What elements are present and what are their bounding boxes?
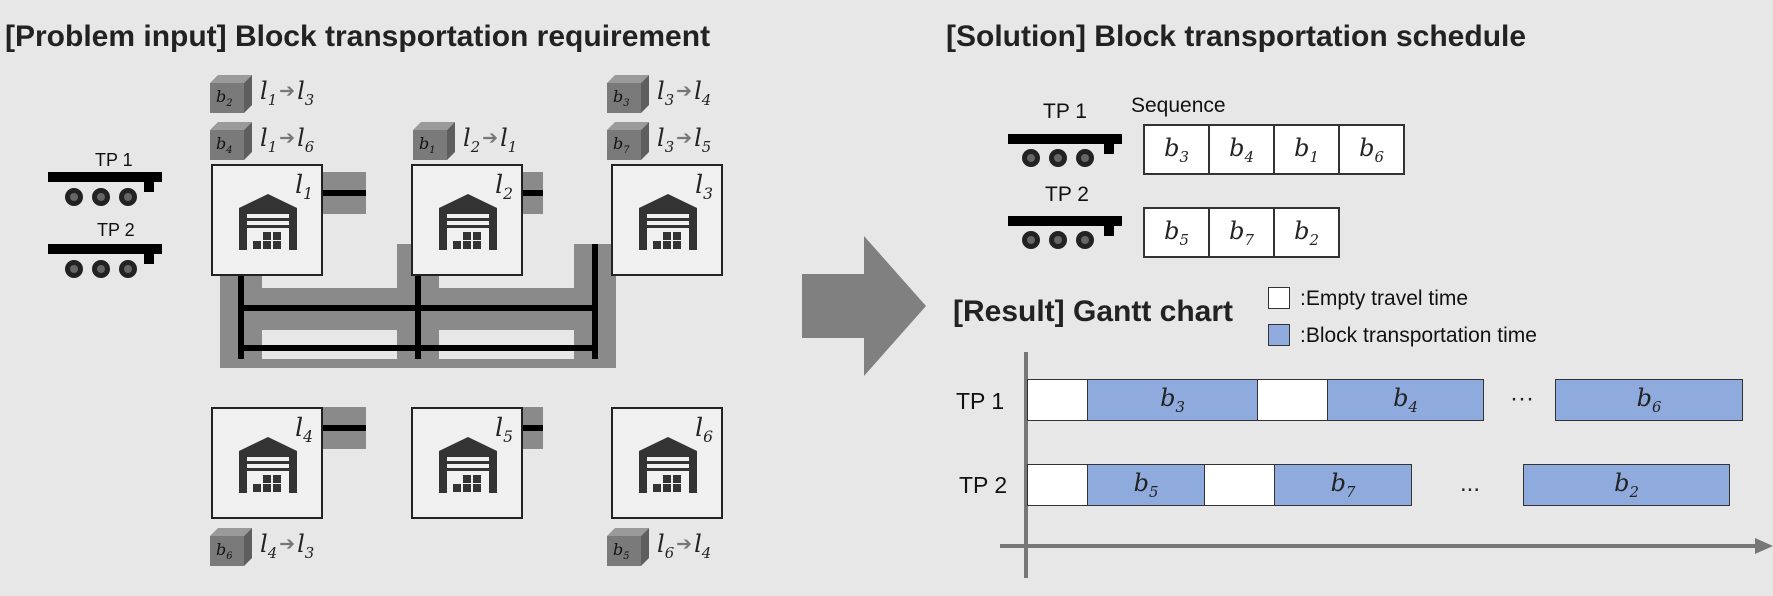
location-label: l5 <box>495 413 513 446</box>
gantt-tp2-label: TP 2 <box>959 472 1008 498</box>
block-cube-icon <box>607 122 649 165</box>
sequence-cell: b7 <box>1208 207 1275 258</box>
route-arrow-icon: ➔ <box>279 128 296 149</box>
legend-block-label: :Block transportation time <box>1300 324 1537 347</box>
sequence-cell: b3 <box>1143 124 1210 175</box>
gantt-tp1-label: TP 1 <box>956 388 1005 414</box>
route-arrow-icon: ➔ <box>279 534 296 555</box>
location-label: l4 <box>295 413 313 446</box>
legend-empty-swatch <box>1268 287 1290 309</box>
gantt-block-bar: b2 <box>1523 464 1730 506</box>
route-arrow-icon: ➔ <box>676 534 693 555</box>
block-cube-icon <box>607 528 649 571</box>
seq-tp2-label: TP 2 <box>1045 183 1089 206</box>
route-arrow-icon: ➔ <box>676 128 693 149</box>
warehouse-l6: l6 <box>611 407 723 519</box>
sequence-cell: b4 <box>1208 124 1275 175</box>
location-label: l3 <box>695 170 713 203</box>
block-cube-icon <box>210 75 252 118</box>
block-id-label: b3 <box>613 87 630 110</box>
tp1-label-left: TP 1 <box>95 150 133 170</box>
location-label: l1 <box>295 170 313 203</box>
gantt-ellipsis: ··· <box>1510 385 1534 412</box>
legend-block-swatch <box>1268 324 1290 346</box>
route-arrow-icon: ➔ <box>676 81 693 102</box>
block-id-label: b4 <box>216 134 233 157</box>
route-label: l3➔l4 <box>657 77 712 109</box>
route-label: l2➔l1 <box>463 124 518 156</box>
tp2-label-left: TP 2 <box>97 220 135 240</box>
gantt-block-bar: b6 <box>1555 379 1743 421</box>
sequence-cell: b6 <box>1338 124 1405 175</box>
gantt-empty-bar <box>1204 464 1275 506</box>
sequence-cell: b2 <box>1273 207 1340 258</box>
seq-tp1-label: TP 1 <box>1043 100 1087 123</box>
gantt-title: [Result] Gantt chart <box>953 295 1234 328</box>
route-arrow-icon: ➔ <box>482 128 499 149</box>
route-label: l3➔l5 <box>657 124 712 156</box>
block-cube-icon <box>607 75 649 118</box>
transporter-icon <box>1008 216 1122 249</box>
sequence-label: Sequence <box>1131 94 1226 117</box>
sequence-cell: b1 <box>1273 124 1340 175</box>
gantt-empty-bar <box>1257 379 1328 421</box>
route-arrow-icon: ➔ <box>279 81 296 102</box>
block-cube-icon <box>210 528 252 571</box>
gantt-axes <box>1000 352 1773 578</box>
solution-title: [Solution] Block transportation schedule <box>946 20 1527 53</box>
block-cube-icon <box>413 122 455 165</box>
warehouse-l2: l2 <box>411 164 523 276</box>
route-label: l1➔l3 <box>260 77 315 109</box>
block-cube-icon <box>210 122 252 165</box>
block-id-label: b2 <box>216 87 233 110</box>
gantt-block-bar: b4 <box>1327 379 1484 421</box>
road-network <box>220 172 616 449</box>
big-right-arrow-icon <box>802 236 926 376</box>
warehouse-l3: l3 <box>611 164 723 276</box>
route-label: l1➔l6 <box>260 124 315 156</box>
route-label: l4➔l3 <box>260 530 315 562</box>
sequence-cell: b5 <box>1143 207 1210 258</box>
transporter-icon <box>48 244 162 278</box>
problem-input-title: [Problem input] Block transportation req… <box>5 20 711 53</box>
block-id-label: b7 <box>613 134 630 157</box>
gantt-block-bar: b7 <box>1274 464 1412 506</box>
route-label: l6➔l4 <box>657 530 712 562</box>
warehouse-l1: l1 <box>211 164 323 276</box>
gantt-empty-bar <box>1027 464 1088 506</box>
transporter-icon <box>1008 134 1122 167</box>
gantt-empty-bar <box>1027 379 1088 421</box>
location-label: l6 <box>695 413 713 446</box>
legend-empty-label: :Empty travel time <box>1300 287 1469 310</box>
warehouse-l4: l4 <box>211 407 323 519</box>
gantt-block-bar: b5 <box>1087 464 1205 506</box>
block-id-label: b5 <box>613 540 630 563</box>
gantt-block-bar: b3 <box>1087 379 1258 421</box>
gantt-ellipsis: ... <box>1460 470 1481 497</box>
warehouse-l5: l5 <box>411 407 523 519</box>
block-id-label: b1 <box>419 134 436 157</box>
transporter-icon <box>48 172 162 206</box>
block-id-label: b6 <box>216 540 233 563</box>
location-label: l2 <box>495 170 513 203</box>
